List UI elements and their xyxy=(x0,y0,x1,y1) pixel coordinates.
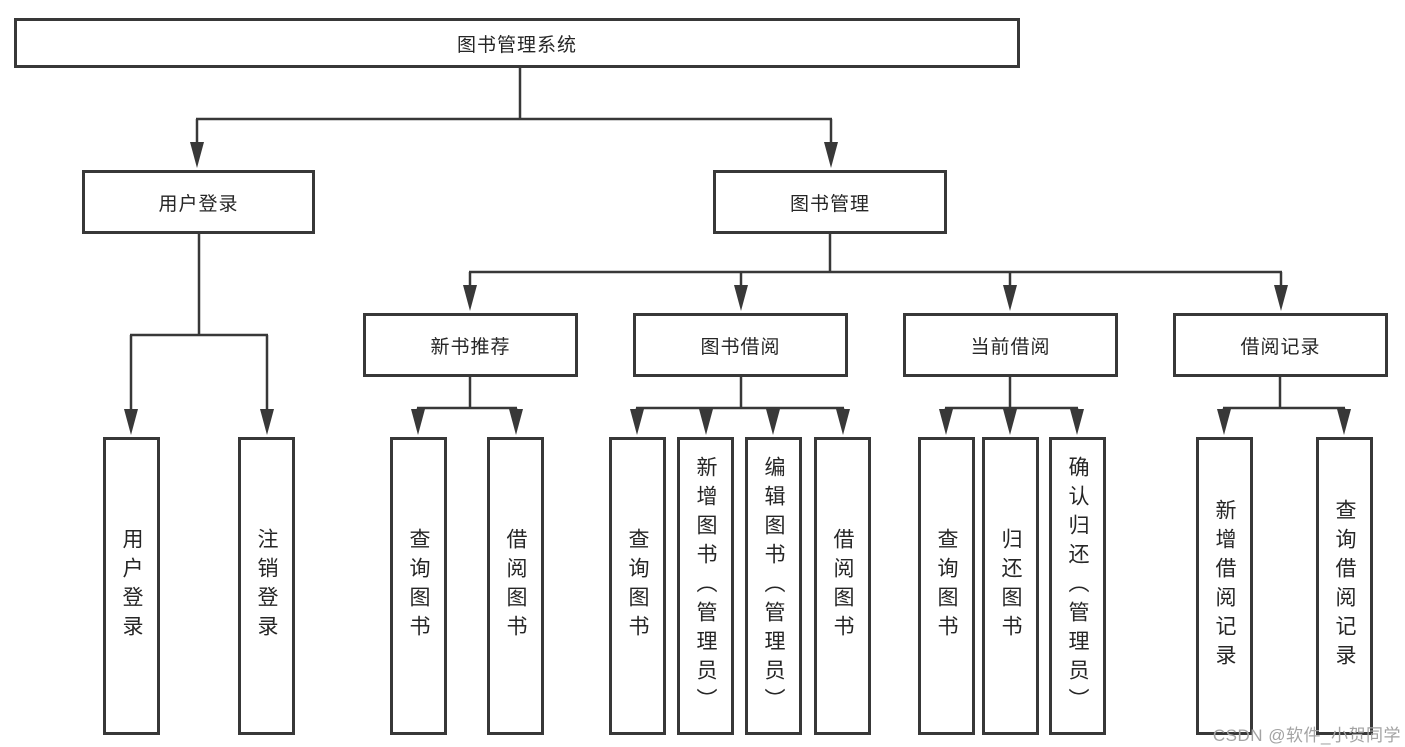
node-leaf-confirm-return-admin: 确认归还（管理员） xyxy=(1049,437,1106,735)
node-label: 新书推荐 xyxy=(430,336,511,358)
node-label: 借阅图书 xyxy=(831,528,854,644)
node-label: 图书借阅 xyxy=(700,336,781,358)
node-leaf-user-login: 用户登录 xyxy=(103,437,160,735)
node-label: 归还图书 xyxy=(999,528,1022,644)
node-label: 用户登录 xyxy=(158,193,239,215)
node-label: 注销登录 xyxy=(255,528,278,644)
node-label: 查询借阅记录 xyxy=(1333,499,1356,673)
csdn-watermark: CSDN @软件_小贺同学 xyxy=(1212,726,1401,745)
node-label: 图书管理 xyxy=(789,193,870,215)
node-leaf-borrow-books-1: 借阅图书 xyxy=(487,437,544,735)
node-label: 当前借阅 xyxy=(970,336,1051,358)
node-leaf-return-books: 归还图书 xyxy=(982,437,1039,735)
node-label: 编辑图书（管理员） xyxy=(762,455,785,717)
node-new-book-recommend: 新书推荐 xyxy=(363,313,578,377)
node-label: 借阅记录 xyxy=(1240,336,1321,358)
node-book-management: 图书管理 xyxy=(713,170,947,234)
node-leaf-borrow-books-2: 借阅图书 xyxy=(814,437,871,735)
node-label: 新增图书（管理员） xyxy=(694,455,717,717)
node-leaf-query-books-3: 查询图书 xyxy=(918,437,975,735)
node-leaf-query-books-1: 查询图书 xyxy=(390,437,447,735)
node-label: 新增借阅记录 xyxy=(1213,499,1236,673)
node-leaf-edit-books-admin: 编辑图书（管理员） xyxy=(745,437,802,735)
node-label: 查询图书 xyxy=(626,528,649,644)
node-label: 查询图书 xyxy=(407,528,430,644)
node-leaf-add-borrow-record: 新增借阅记录 xyxy=(1196,437,1253,735)
node-library-management-system: 图书管理系统 xyxy=(14,18,1020,68)
node-leaf-query-borrow-record: 查询借阅记录 xyxy=(1316,437,1373,735)
node-borrow-records: 借阅记录 xyxy=(1173,313,1388,377)
node-label: 查询图书 xyxy=(935,528,958,644)
node-leaf-add-books-admin: 新增图书（管理员） xyxy=(677,437,734,735)
node-book-borrow: 图书借阅 xyxy=(633,313,848,377)
node-leaf-query-books-2: 查询图书 xyxy=(609,437,666,735)
node-label: 图书管理系统 xyxy=(456,34,577,56)
node-label: 借阅图书 xyxy=(504,528,527,644)
node-user-login-group: 用户登录 xyxy=(82,170,315,234)
node-label: 用户登录 xyxy=(120,528,143,644)
node-current-borrow: 当前借阅 xyxy=(903,313,1118,377)
node-leaf-logout: 注销登录 xyxy=(238,437,295,735)
node-label: 确认归还（管理员） xyxy=(1066,455,1089,717)
